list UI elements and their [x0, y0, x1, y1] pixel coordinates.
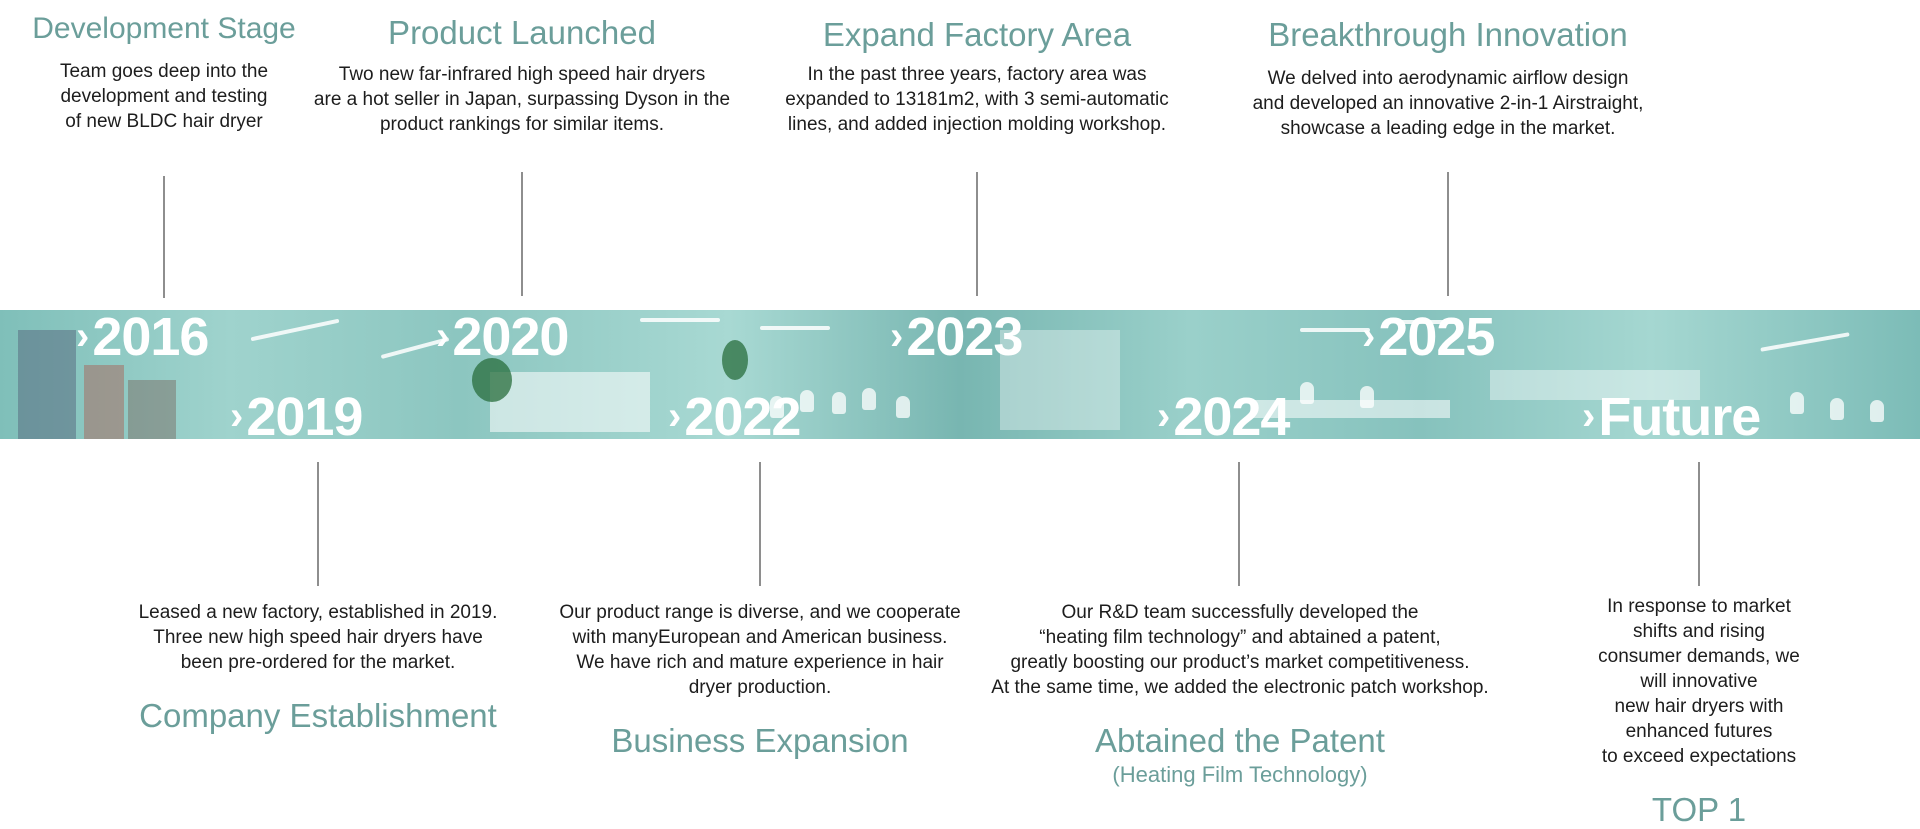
reception-desk — [490, 372, 650, 432]
connector-line — [317, 462, 319, 586]
event-title: Company Establishment — [139, 697, 497, 734]
year-label-2024: ›2024 — [1157, 387, 1290, 439]
event-title: Development Stage — [32, 12, 296, 45]
connector-line — [759, 462, 761, 586]
building-photo — [84, 365, 124, 439]
event-description: Team goes deep into the development and … — [59, 60, 269, 132]
event-2022: Our product range is diverse, and we coo… — [559, 600, 960, 760]
chevron-icon: › — [436, 314, 449, 358]
year-label-future: ›Future — [1582, 387, 1761, 439]
chevron-icon: › — [76, 314, 89, 358]
production-line — [1490, 370, 1700, 400]
connector-line — [1698, 462, 1700, 586]
event-title: TOP 1 — [1651, 791, 1747, 828]
event-2019: Leased a new factory, established in 201… — [139, 600, 498, 735]
connector-line — [1238, 462, 1240, 586]
ceiling-lamp — [1300, 328, 1370, 332]
connector-line — [163, 176, 165, 298]
year-label-2016: ›2016 — [76, 310, 209, 367]
ceiling-lamp — [760, 326, 830, 330]
event-2020: Product Launched Two new far-infrared hi… — [314, 14, 730, 137]
chevron-icon: › — [890, 314, 903, 358]
chevron-icon: › — [1157, 394, 1170, 438]
person — [1360, 386, 1374, 408]
event-description: In response to market shifts and rising … — [1598, 596, 1800, 767]
event-title: Abtained the Patent — [1095, 722, 1385, 759]
year-text: 2023 — [906, 310, 1023, 367]
person — [1870, 400, 1884, 422]
ceiling-lamp — [1400, 320, 1460, 324]
year-text: 2022 — [684, 387, 801, 439]
event-description: Our R&D team successfully developed the … — [991, 602, 1489, 698]
event-title: Breakthrough Innovation — [1268, 16, 1628, 53]
connector-line — [1447, 172, 1449, 296]
event-description: Two new far-infrared high speed hair dry… — [313, 63, 731, 135]
person — [896, 396, 910, 418]
event-description: In the past three years, factory area wa… — [785, 63, 1169, 135]
event-2023: Expand Factory Area In the past three ye… — [785, 16, 1168, 137]
person — [1300, 382, 1314, 404]
connector-line — [521, 172, 523, 296]
event-description: Leased a new factory, established in 201… — [138, 602, 498, 673]
event-2024: Our R&D team successfully developed the … — [991, 600, 1488, 788]
person — [832, 392, 846, 414]
chevron-icon: › — [230, 394, 243, 438]
year-label-2020: ›2020 — [436, 310, 569, 367]
event-2016: Development Stage Team goes deep into th… — [32, 12, 296, 134]
year-label-2022: ›2022 — [668, 387, 801, 439]
year-label-2019: ›2019 — [230, 387, 363, 439]
chevron-icon: › — [1582, 394, 1595, 438]
timeline-photo-band: ›2016 ›2020 ›2023 ›2025 ›2019 ›2022 ›202… — [0, 310, 1920, 439]
year-text: 2025 — [1378, 310, 1495, 367]
year-label-2023: ›2023 — [890, 310, 1023, 367]
event-2025: Breakthrough Innovation We delved into a… — [1253, 16, 1644, 141]
year-text: 2019 — [246, 387, 363, 439]
person — [770, 396, 784, 418]
event-subtitle: (Heating Film Technology) — [1112, 761, 1368, 787]
building-photo — [128, 380, 176, 439]
chevron-icon: › — [668, 394, 681, 438]
year-text: 2024 — [1173, 387, 1290, 439]
ceiling-lamp — [1760, 332, 1850, 352]
event-future: In response to market shifts and rising … — [1589, 594, 1810, 829]
year-text: 2020 — [452, 310, 569, 367]
connector-line — [976, 172, 978, 296]
person — [800, 390, 814, 412]
event-description: We delved into aerodynamic airflow desig… — [1252, 67, 1644, 139]
event-title: Product Launched — [388, 14, 656, 51]
person — [1830, 398, 1844, 420]
person — [862, 388, 876, 410]
person — [1790, 392, 1804, 414]
workbench — [1250, 400, 1450, 418]
chevron-icon: › — [1362, 314, 1375, 358]
year-label-2025: ›2025 — [1362, 310, 1495, 367]
plant — [722, 340, 748, 380]
display-shelf — [1000, 330, 1120, 430]
building-photo — [18, 330, 76, 439]
plant — [472, 358, 512, 402]
event-title: Business Expansion — [611, 722, 909, 759]
event-title: Expand Factory Area — [822, 16, 1132, 53]
ceiling-lamp — [250, 318, 340, 342]
ceiling-lamp — [640, 318, 720, 322]
year-text: Future — [1598, 387, 1761, 439]
year-text: 2016 — [92, 310, 209, 367]
event-description: Our product range is diverse, and we coo… — [559, 602, 961, 698]
